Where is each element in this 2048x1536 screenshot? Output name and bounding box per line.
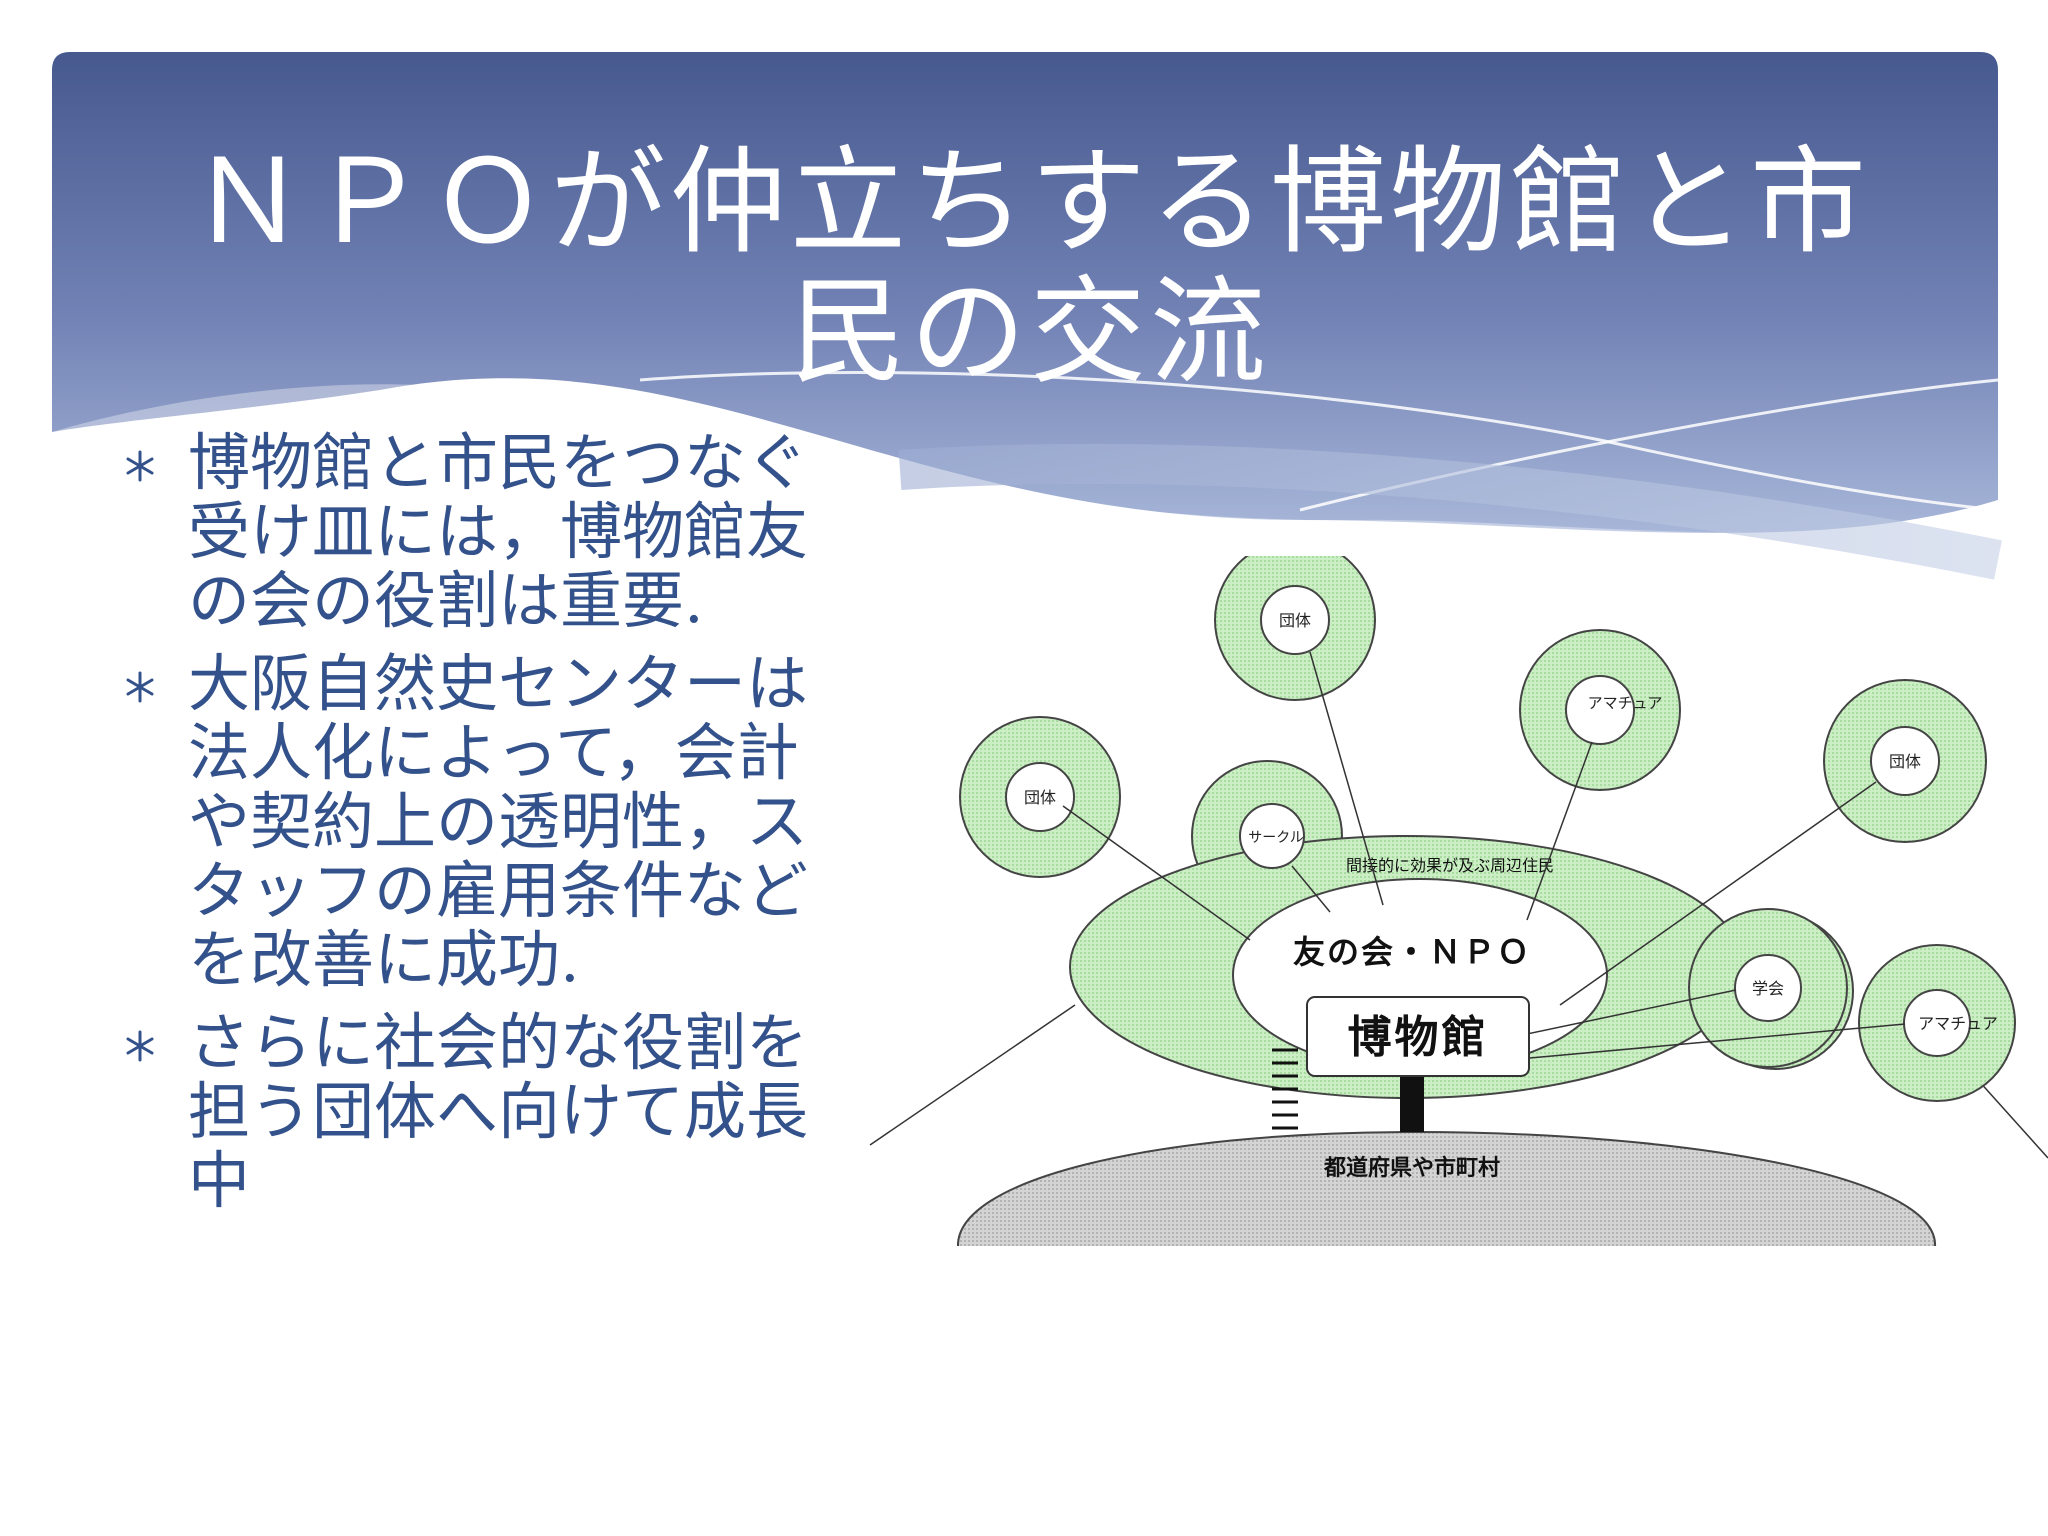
- bullet-list: 博物館と市民をつなぐ受け皿には，博物館友の会の役割は重要. 大阪自然史センターは…: [118, 428, 818, 1229]
- staircase-icon: [1272, 1048, 1298, 1130]
- node-label: 学会: [1752, 979, 1784, 998]
- museum-relationship-diagram: 間接的に効果が及ぶ周辺住民 友の会・ＮＰＯ 学会 アマチュア 団体 アマチュア: [869, 556, 2048, 1246]
- bullet-text: さらに社会的な役割を担う団体へ向けて成長中: [188, 1006, 809, 1217]
- node-circle: 学会: [1688, 908, 1848, 1068]
- museum-label: 博物館: [1348, 1012, 1489, 1063]
- museum-pillar: [1400, 1070, 1424, 1132]
- node-label: アマチュア: [1588, 694, 1663, 712]
- node-circle: 団体: [1823, 679, 1987, 843]
- asterisk-bullet-icon: [126, 1030, 154, 1062]
- bullet-text: 博物館と市民をつなぐ受け皿には，博物館友の会の役割は重要.: [188, 426, 809, 637]
- node-label: アマチュア: [1918, 1014, 1998, 1033]
- header-wave-background: [52, 52, 2002, 580]
- list-item: 博物館と市民をつなぐ受け皿には，博物館友の会の役割は重要.: [118, 428, 818, 635]
- node-label: サークル: [1248, 830, 1304, 846]
- ground-label: 都道府県や市町村: [1323, 1155, 1500, 1181]
- connector-line: [869, 1004, 1076, 1146]
- asterisk-bullet-icon: [126, 671, 154, 703]
- node-circle: 団体: [1214, 556, 1376, 701]
- node-label: 団体: [1889, 752, 1921, 771]
- list-item: さらに社会的な役割を担う団体へ向けて成長中: [118, 1008, 818, 1215]
- municipality-ground: [957, 1130, 1936, 1246]
- museum-box: [1306, 996, 1530, 1077]
- node-circle: アマチュア: [1858, 944, 2016, 1102]
- connector-lines: [1062, 651, 1906, 1059]
- list-item: 大阪自然史センターは法人化によって，会計や契約上の透明性，スタッフの雇用条件など…: [118, 649, 818, 994]
- node-circle: サークル: [1239, 803, 1305, 869]
- asterisk-bullet-icon: [126, 450, 154, 482]
- node-label: 団体: [1279, 611, 1311, 630]
- bullet-text: 大阪自然史センターは法人化によって，会計や契約上の透明性，スタッフの雇用条件など…: [188, 647, 809, 996]
- node-label: 団体: [1024, 788, 1056, 807]
- outer-ring-label: 間接的に効果が及ぶ周辺住民: [1346, 856, 1554, 875]
- node-circle: アマチュア: [1519, 629, 1681, 791]
- node-circle: 団体: [959, 716, 1121, 878]
- friends-npo-label: 友の会・ＮＰＯ: [1293, 933, 1531, 971]
- page-title: ＮＰＯが仲立ちする博物館と市民の交流: [190, 135, 1870, 400]
